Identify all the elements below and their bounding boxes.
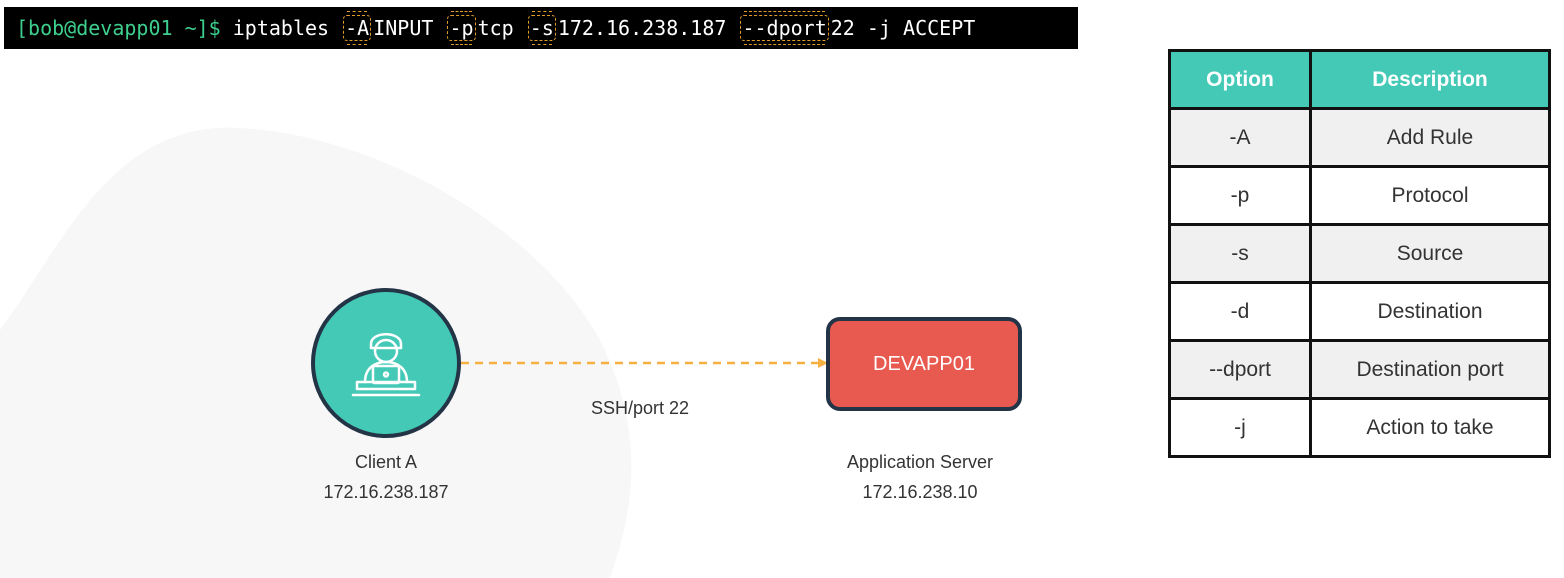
cmd-source-ip: 172.16.238.187 <box>557 16 727 40</box>
cmd-flag-source: -s <box>527 11 556 45</box>
connection-label: SSH/port 22 <box>590 398 690 418</box>
cmd-iptables: iptables <box>232 16 330 40</box>
options-table: Option Description -A Add Rule -p Protoc… <box>1168 49 1551 458</box>
table-row: -p Protocol <box>1168 165 1551 226</box>
table-row: -j Action to take <box>1168 397 1551 458</box>
table-row: --dport Destination port <box>1168 339 1551 400</box>
description-cell: Destination port <box>1309 339 1551 400</box>
client-node <box>311 288 461 438</box>
cmd-flag-dport: --dport <box>740 11 829 45</box>
description-cell: Action to take <box>1309 397 1551 458</box>
cmd-flag-append: -A <box>343 11 372 45</box>
cmd-flag-protocol: -p <box>447 11 476 45</box>
description-cell: Protocol <box>1309 165 1551 226</box>
server-ip: 172.16.238.10 <box>862 482 978 502</box>
option-cell: -A <box>1168 107 1312 168</box>
option-cell: -s <box>1168 223 1312 284</box>
table-row: -A Add Rule <box>1168 107 1551 168</box>
table-row: -s Source <box>1168 223 1551 284</box>
option-cell: --dport <box>1168 339 1312 400</box>
server-node: DEVAPP01 <box>826 317 1022 411</box>
cmd-chain: INPUT <box>373 16 434 40</box>
client-name: Client A <box>354 452 418 472</box>
cmd-port-value: 22 <box>830 16 855 40</box>
cmd-flag-jump: -j <box>866 16 891 40</box>
table-row: -d Destination <box>1168 281 1551 342</box>
client-ip: 172.16.238.187 <box>323 482 449 502</box>
description-cell: Destination <box>1309 281 1551 342</box>
option-cell: -p <box>1168 165 1312 226</box>
option-cell: -d <box>1168 281 1312 342</box>
option-cell: -j <box>1168 397 1312 458</box>
table-header-row: Option Description <box>1168 49 1551 110</box>
header-description: Description <box>1309 49 1551 110</box>
person-laptop-icon <box>351 333 421 397</box>
header-option: Option <box>1168 49 1312 110</box>
cmd-protocol-value: tcp <box>477 16 514 40</box>
server-box-label: DEVAPP01 <box>873 352 975 375</box>
cmd-target: ACCEPT <box>903 16 976 40</box>
description-cell: Source <box>1309 223 1551 284</box>
server-name: Application Server <box>846 452 994 472</box>
shell-prompt: [bob@devapp01 ~]$ <box>16 16 221 40</box>
description-cell: Add Rule <box>1309 107 1551 168</box>
